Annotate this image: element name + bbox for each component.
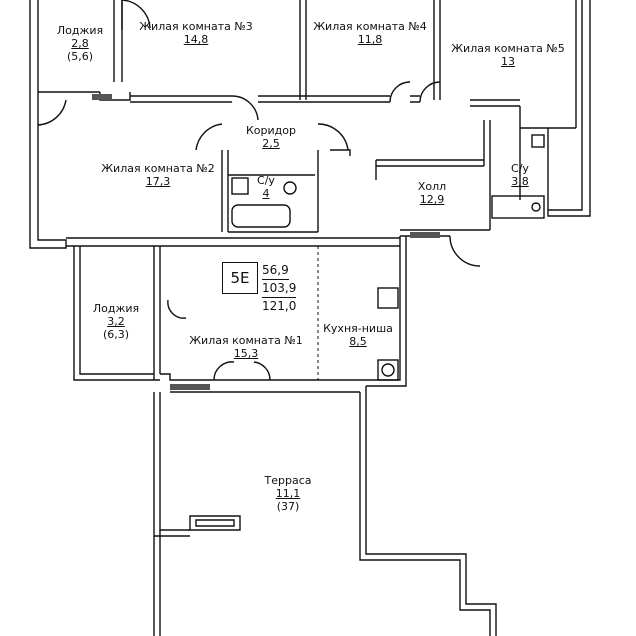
area-total: 103,9 xyxy=(262,280,297,298)
area-living: 56,9 xyxy=(262,262,289,280)
kitchen-sink xyxy=(381,363,395,377)
shower-tray xyxy=(491,195,545,219)
wall-outer-left xyxy=(29,0,67,249)
door-room3 xyxy=(121,0,151,30)
wall-corridor xyxy=(221,149,351,232)
wall-bath5 xyxy=(519,106,576,210)
door-loggia-top xyxy=(37,99,67,126)
area-with-terrace: 121,0 xyxy=(262,299,297,313)
wall-loggia-lower xyxy=(73,246,161,381)
kitchen-sink-box xyxy=(377,359,399,381)
wall-room3-left xyxy=(113,0,123,82)
wall-hall xyxy=(375,120,491,230)
wall-hatch-2 xyxy=(410,232,440,238)
drain xyxy=(531,202,541,212)
apartment-summary: 5E 56,9 103,9 121,0 xyxy=(222,262,297,314)
wall-room3-right xyxy=(299,0,307,100)
stove xyxy=(377,287,399,309)
apartment-code: 5E xyxy=(222,262,258,294)
wall-room4-right xyxy=(433,0,441,100)
planter xyxy=(189,515,241,531)
terrace-outline xyxy=(153,386,497,636)
wall-loggia-top xyxy=(38,91,131,101)
toilet xyxy=(283,181,297,195)
wall-hatch-3 xyxy=(170,384,210,390)
door-corridor xyxy=(167,81,481,381)
wall-bath2 xyxy=(228,174,318,233)
wall-hatch-1 xyxy=(92,94,112,100)
wall-outer-right xyxy=(547,0,591,217)
wall-mid xyxy=(66,229,490,247)
sink xyxy=(231,177,249,195)
bathtub xyxy=(231,204,291,228)
wall-rooms-bottom xyxy=(130,95,520,107)
sink-5 xyxy=(531,134,545,148)
wall-lower xyxy=(153,373,360,537)
wall-kitchen xyxy=(360,236,407,387)
